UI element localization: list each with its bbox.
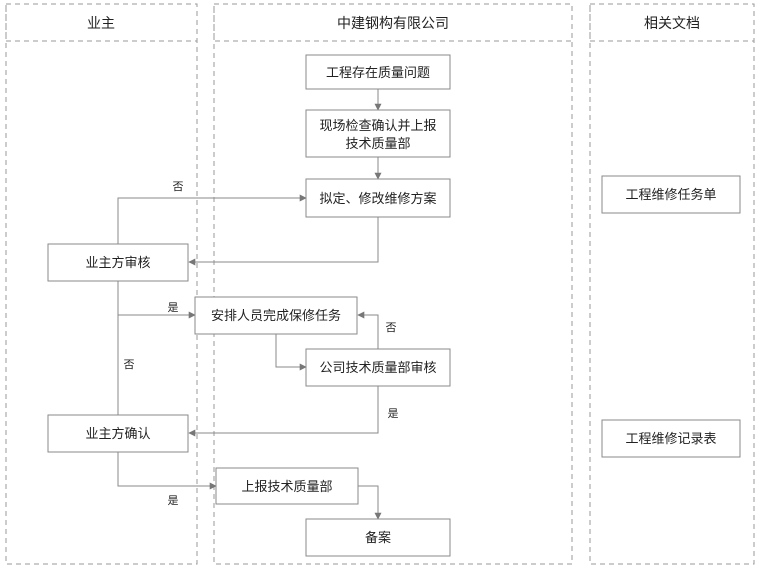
lane-company-title: 中建钢构有限公司 — [337, 16, 449, 32]
lane-owner-title: 业主 — [87, 16, 115, 32]
node-inspect-line2: 技术质量部 — [345, 137, 410, 152]
node-owner-confirm: 业主方确认 — [47, 414, 189, 453]
node-tech-review: 公司技术质量部审核 — [305, 348, 451, 387]
label-techreview-yes: 是 — [388, 407, 399, 420]
node-quality-issue: 工程存在质量问题 — [305, 54, 451, 90]
edge-techreview-yes-to-confirm — [188, 386, 379, 437]
node-owner-review-label: 业主方审核 — [85, 255, 150, 271]
label-confirm-no: 否 — [124, 358, 135, 371]
node-draft-plan-label: 拟定、修改维修方案 — [319, 191, 436, 207]
edge-draft-to-review — [188, 217, 379, 266]
node-owner-confirm-label: 业主方确认 — [85, 426, 150, 442]
lane-docs: 相关文档 — [589, 3, 755, 565]
doc-task-sheet-label: 工程维修任务单 — [625, 187, 716, 203]
node-inspect-report: 现场检查确认并上报 技术质量部 — [305, 109, 451, 158]
node-report-tech-label: 上报技术质量部 — [241, 480, 332, 495]
lane-docs-title: 相关文档 — [644, 16, 700, 32]
label-techreview-no: 否 — [386, 321, 397, 334]
node-owner-review: 业主方审核 — [47, 243, 189, 282]
label-confirm-yes: 是 — [168, 494, 179, 507]
label-review-no: 否 — [173, 180, 184, 193]
edge-arrange-to-techreview — [275, 334, 307, 371]
node-tech-review-label: 公司技术质量部审核 — [319, 361, 436, 376]
node-arrange-repair: 安排人员完成保修任务 — [194, 296, 358, 335]
node-report-tech: 上报技术质量部 — [215, 467, 359, 505]
node-archive-label: 备案 — [365, 530, 391, 546]
edge-report-to-archive — [358, 485, 382, 520]
label-review-yes: 是 — [168, 301, 179, 314]
node-inspect-line1: 现场检查确认并上报 — [319, 119, 436, 134]
node-draft-plan: 拟定、修改维修方案 — [305, 178, 451, 218]
doc-record-sheet-label: 工程维修记录表 — [625, 432, 716, 447]
lane-company: 中建钢构有限公司 — [213, 3, 573, 565]
doc-record-sheet: 工程维修记录表 — [601, 419, 741, 458]
node-arrange-repair-label: 安排人员完成保修任务 — [211, 308, 341, 324]
node-archive: 备案 — [305, 518, 451, 557]
doc-task-sheet: 工程维修任务单 — [601, 175, 741, 214]
edge-review-yes-to-arrange — [117, 281, 196, 319]
edge-confirm-yes-to-report — [117, 452, 217, 490]
lane-owner: 业主 — [5, 3, 198, 565]
node-quality-issue-label: 工程存在质量问题 — [326, 66, 430, 81]
edge-techreview-no-to-arrange — [357, 311, 379, 349]
